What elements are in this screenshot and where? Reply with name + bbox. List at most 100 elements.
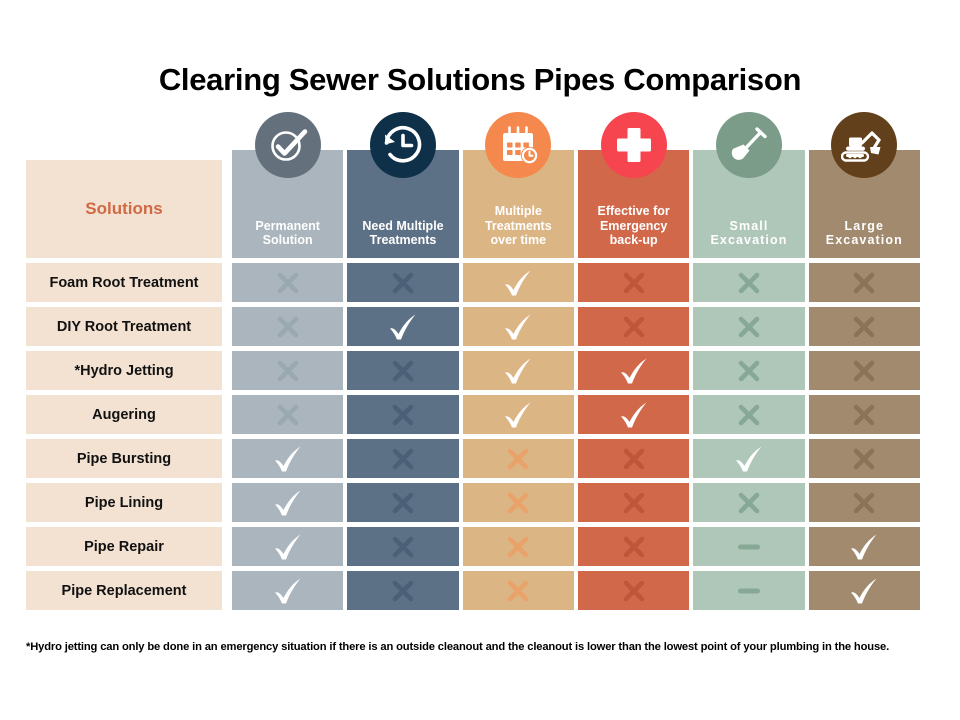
x-mark-icon (392, 404, 414, 425)
x-mark-icon (853, 272, 875, 293)
x-mark-icon (392, 536, 414, 557)
matrix-cell-r5-c5 (693, 439, 805, 478)
matrix-cell-r4-c4 (577, 395, 690, 434)
matrix-cell-r8-c4 (577, 571, 690, 610)
table-row: Pipe Replacement (26, 571, 920, 610)
matrix-cell-r1-c6 (808, 263, 920, 302)
x-mark-icon (853, 492, 875, 513)
matrix-cell-r3-c2 (347, 351, 459, 390)
x-mark-icon (623, 316, 644, 337)
x-mark-icon (853, 404, 875, 425)
check-mark-icon (274, 578, 301, 603)
matrix-cell-r1-c4 (577, 263, 690, 302)
x-mark-icon (738, 272, 760, 293)
table-row: Pipe Lining (26, 483, 920, 522)
matrix-cell-r4-c1 (232, 395, 344, 434)
matrix-cell-r3-c1 (232, 351, 344, 390)
check-mark-icon (505, 270, 531, 295)
matrix-cell-r6-c5 (693, 483, 805, 522)
page-title: Clearing Sewer Solutions Pipes Compariso… (158, 62, 802, 97)
check-mark-icon (505, 402, 531, 427)
matrix-cell-r7-c2 (347, 527, 459, 566)
matrix-cell-r4-c6 (808, 395, 920, 434)
matrix-cell-r4-c2 (347, 395, 459, 434)
matrix-cell-r1-c1 (232, 263, 344, 302)
matrix-cell-r5-c4 (577, 439, 690, 478)
x-mark-icon (277, 272, 298, 293)
matrix-cell-r7-c3 (462, 527, 574, 566)
shovel-icon (715, 112, 782, 178)
column-header-line: Effective for (597, 203, 670, 218)
column-header-line: Small (729, 218, 769, 233)
check-mark-icon (851, 578, 877, 603)
x-mark-icon (738, 316, 760, 337)
x-mark-icon (738, 360, 760, 381)
column-header-line: Large (844, 218, 885, 233)
column-header-line: back-up (609, 233, 658, 248)
check-mark-icon (620, 358, 647, 383)
matrix-cell-r2-c4 (577, 307, 690, 346)
x-mark-icon (853, 360, 875, 381)
matrix-cell-r2-c2 (347, 307, 459, 346)
column-header-line: Multiple (494, 203, 542, 218)
matrix-cell-r8-c5 (693, 571, 805, 610)
x-mark-icon (508, 580, 529, 601)
matrix-cell-r6-c1 (232, 483, 344, 522)
table-row: Foam Root Treatment (26, 263, 920, 302)
matrix-cell-r5-c1 (232, 439, 344, 478)
check-mark-icon (274, 446, 301, 471)
row-label: Pipe Lining (26, 483, 222, 522)
corner-cell: Solutions (26, 160, 222, 258)
matrix-cell-r8-c1 (232, 571, 344, 610)
check-mark-icon (620, 402, 647, 427)
x-mark-icon (392, 272, 414, 293)
matrix-cell-r4-c3 (462, 395, 574, 434)
footnote-text: *Hydro jetting can only be done in an em… (26, 641, 890, 653)
matrix-cell-r6-c6 (808, 483, 920, 522)
matrix-cell-r1-c2 (347, 263, 459, 302)
matrix-cell-r2-c1 (232, 307, 344, 346)
column-header-line: Emergency (599, 218, 668, 233)
matrix-cell-r2-c3 (462, 307, 574, 346)
row-label: Foam Root Treatment (26, 263, 222, 302)
column-header-line: Treatments (484, 218, 552, 233)
dash-mark-icon (737, 544, 760, 549)
table-row: Pipe Repair (26, 527, 920, 566)
matrix-cell-r7-c1 (232, 527, 344, 566)
column-header-line: Excavation (825, 233, 903, 248)
excavator-icon (831, 112, 898, 178)
matrix-cell-r5-c3 (462, 439, 574, 478)
matrix-cell-r7-c5 (693, 527, 805, 566)
check-mark-icon (389, 314, 416, 339)
x-mark-icon (853, 316, 875, 337)
matrix-cell-r3-c5 (693, 351, 805, 390)
x-mark-icon (738, 492, 760, 513)
check-mark-icon (505, 314, 531, 339)
matrix-cell-r8-c6 (808, 571, 920, 610)
row-label: DIY Root Treatment (26, 307, 222, 346)
matrix-cell-r3-c4 (577, 351, 690, 390)
matrix-cell-r2-c5 (693, 307, 805, 346)
column-header-line: Need Multiple (362, 218, 444, 233)
column-header-line: Solution (262, 233, 313, 248)
check-mark-icon (274, 490, 301, 515)
matrix-cell-r5-c6 (808, 439, 920, 478)
calendar-clock-icon (485, 112, 552, 178)
check-mark-icon (505, 358, 531, 383)
medical-cross-icon (600, 112, 667, 178)
x-mark-icon (277, 404, 298, 425)
clock-rewind-icon (369, 112, 436, 178)
row-label: Pipe Repair (26, 527, 222, 566)
matrix-cell-r4-c5 (693, 395, 805, 434)
matrix-cell-r6-c4 (577, 483, 690, 522)
matrix-cell-r2-c6 (808, 307, 920, 346)
x-mark-icon (623, 448, 644, 469)
solutions-label: Solutions (85, 199, 163, 218)
x-mark-icon (623, 580, 644, 601)
